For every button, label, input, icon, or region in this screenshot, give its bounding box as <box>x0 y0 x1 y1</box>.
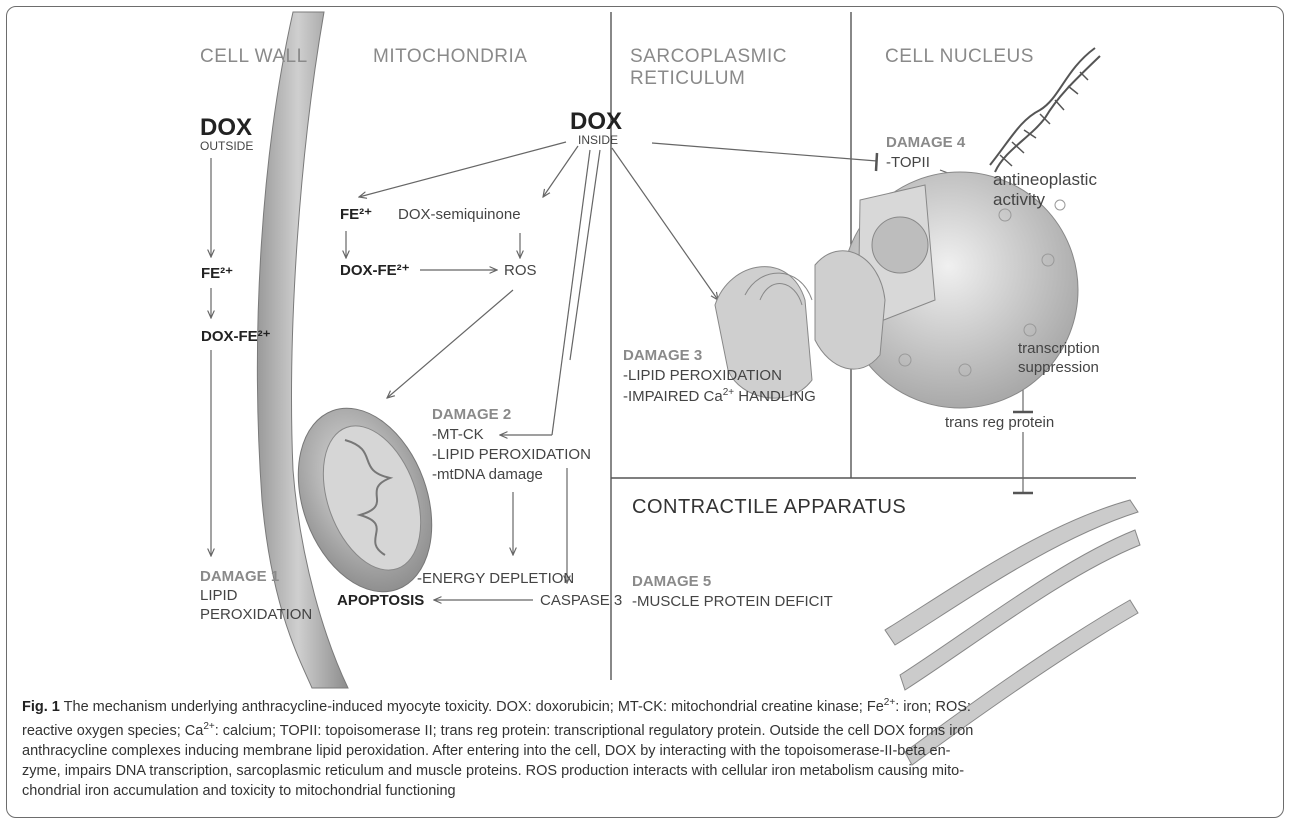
damage2-title: DAMAGE 2 <box>432 406 511 423</box>
outside-dox-fe-label: DOX-FE²⁺ <box>201 328 271 345</box>
arrow-dox-to-semiquinone <box>543 146 578 197</box>
damage2-line2: -LIPID PEROXIDATION <box>432 446 591 463</box>
caspase-label: CASPASE 3 <box>540 592 622 609</box>
activity-label: activity <box>993 190 1045 210</box>
ros-label: ROS <box>504 262 537 279</box>
region-reticulum: RETICULUM <box>630 68 745 90</box>
region-cell-wall: CELL WALL <box>200 46 308 68</box>
region-contractile-apparatus: CONTRACTILE APPARATUS <box>632 496 906 519</box>
inhibit-dox-to-topii <box>652 143 877 161</box>
caption-line-3: anthracycline complexes inducing membran… <box>22 741 1270 761</box>
suppression-label: suppression <box>1018 359 1099 376</box>
damage4-title: DAMAGE 4 <box>886 134 965 151</box>
dox-outside-sub: OUTSIDE <box>200 140 253 154</box>
caption-line-2: reactive oxygen species; Ca2+: calcium; … <box>22 717 1270 741</box>
caption-fig-label: Fig. 1 <box>22 699 60 715</box>
cell-wall-membrane <box>257 12 348 688</box>
region-cell-nucleus: CELL NUCLEUS <box>885 46 1034 68</box>
semiquinone-label: DOX-semiquinone <box>398 206 521 223</box>
damage3-line1: -LIPID PEROXIDATION <box>623 367 782 384</box>
caption-line-1: Fig. 1 The mechanism underlying anthracy… <box>22 693 1270 717</box>
arrow-dox-to-mtck <box>552 150 590 435</box>
region-sarcoplasmic: SARCOPLASMIC <box>630 46 787 68</box>
outside-fe-label: FE²⁺ <box>201 265 233 282</box>
damage5-line1: -MUSCLE PROTEIN DEFICIT <box>632 593 833 610</box>
inside-fe-label: FE²⁺ <box>340 206 372 223</box>
dox-inside-sub: INSIDE <box>578 134 618 148</box>
arrow-dox-to-caspase <box>570 150 600 360</box>
damage3-title: DAMAGE 3 <box>623 347 702 364</box>
region-mitochondria: MITOCHONDRIA <box>373 46 527 68</box>
antineoplastic-label: antineoplastic <box>993 170 1097 190</box>
arrow-ros-to-mitochondrion <box>387 290 513 398</box>
transcription-label: transcription <box>1018 340 1100 357</box>
damage2-line3: -mtDNA damage <box>432 466 543 483</box>
apoptosis-label: APOPTOSIS <box>337 592 424 609</box>
damage5-title: DAMAGE 5 <box>632 573 711 590</box>
damage4-topii: -TOPII <box>886 154 930 171</box>
arrow-dox-to-fe <box>359 142 566 197</box>
dox-inside-label: DOX <box>570 108 622 136</box>
trans-reg-protein-label: trans reg protein <box>945 414 1054 431</box>
damage3-line2: -IMPAIRED Ca2+ HANDLING <box>623 387 816 405</box>
inhibit-bar-topii <box>876 153 877 171</box>
damage1-lipid: LIPID <box>200 587 238 604</box>
arrow-dox-to-sr <box>612 148 718 300</box>
caption-line-5: chondrial iron accumulation and toxicity… <box>22 781 1270 801</box>
damage2-line1: -MT-CK <box>432 426 484 443</box>
energy-depletion-label: -ENERGY DEPLETION <box>417 570 574 587</box>
damage1-title: DAMAGE 1 <box>200 568 279 585</box>
dox-outside-label: DOX <box>200 114 252 142</box>
figure-caption: Fig. 1 The mechanism underlying anthracy… <box>22 693 1270 801</box>
damage1-peroxidation: PEROXIDATION <box>200 606 312 623</box>
inside-dox-fe-label: DOX-FE²⁺ <box>340 262 410 279</box>
caption-line-4: zyme, impairs DNA transcription, sarcopl… <box>22 761 1270 781</box>
